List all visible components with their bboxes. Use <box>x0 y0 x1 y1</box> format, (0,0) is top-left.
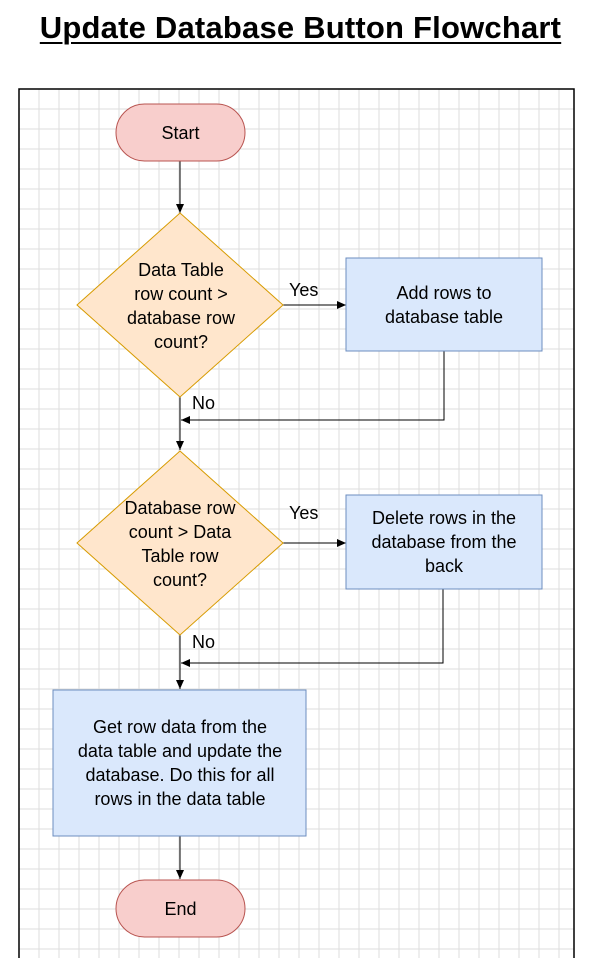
delete-rows-line-3: back <box>425 556 464 576</box>
decision-2-line-2: count > Data <box>129 522 233 542</box>
decision-1-shape <box>76 212 284 398</box>
update-line-3: database. Do this for all <box>85 765 274 785</box>
update-line-4: rows in the data table <box>94 789 265 809</box>
decision-node-2: Database row count > Data Table row coun… <box>76 450 284 636</box>
delete-rows-shape <box>345 494 543 590</box>
decision-2-line-1: Database row <box>124 498 236 518</box>
end-label: End <box>164 899 196 919</box>
start-label: Start <box>161 123 199 143</box>
add-rows-line-1: Add rows to <box>396 283 491 303</box>
decision-1-line-3: database row <box>127 308 236 328</box>
edge-delete-rows-return <box>181 589 444 667</box>
edge-label-d1-yes: Yes <box>289 280 318 300</box>
update-shape <box>52 689 307 837</box>
add-rows-line-2: database table <box>385 307 503 327</box>
edge-label-d2-yes: Yes <box>289 503 318 523</box>
start-shape <box>115 103 246 162</box>
end-shape <box>115 879 246 938</box>
update-line-1: Get row data from the <box>93 717 267 737</box>
decision-node-1: Data Table row count > database row coun… <box>76 212 284 398</box>
delete-rows-line-1: Delete rows in the <box>372 508 516 528</box>
update-line-2: data table and update the <box>78 741 282 761</box>
edge-label-d2-no: No <box>192 632 215 652</box>
end-node: End <box>115 879 246 938</box>
decision-2-line-3: Table row <box>141 546 219 566</box>
update-node: Get row data from the data table and upd… <box>52 689 307 837</box>
delete-rows-node: Delete rows in the database from the bac… <box>345 494 543 590</box>
connectors <box>176 161 445 879</box>
decision-2-shape <box>76 450 284 636</box>
decision-1-line-4: count? <box>154 332 208 352</box>
decision-1-line-2: row count > <box>134 284 228 304</box>
delete-rows-line-2: database from the <box>371 532 516 552</box>
decision-1-line-1: Data Table <box>138 260 224 280</box>
edge-label-d1-no: No <box>192 393 215 413</box>
decision-2-line-4: count? <box>153 570 207 590</box>
add-rows-shape <box>345 257 543 352</box>
add-rows-node: Add rows to database table <box>345 257 543 352</box>
start-node: Start <box>115 103 246 162</box>
page-title: Update Database Button Flowchart <box>39 10 562 45</box>
edge-add-rows-return <box>181 351 445 424</box>
canvas-border <box>18 88 575 958</box>
